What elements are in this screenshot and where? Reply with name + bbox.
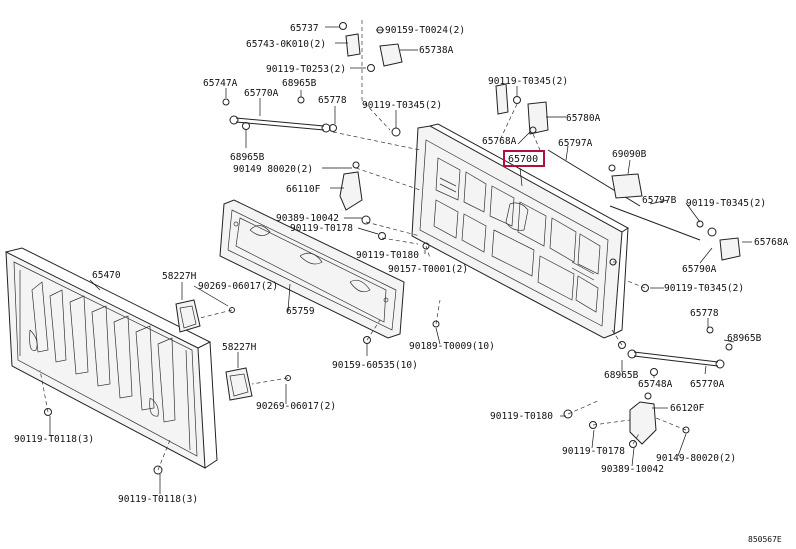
rod-65797 <box>547 149 741 261</box>
label-90119-t0118-low: 90119-T0118(3) <box>118 494 198 505</box>
label-58227h-top: 58227H <box>162 271 197 282</box>
label-90119-t0118-left: 90119-T0118(3) <box>14 434 94 445</box>
pads-58227h <box>175 299 291 401</box>
label-90119-t0178-top: 90119-T0178 <box>290 223 353 234</box>
label-68965b-top: 68965B <box>282 78 317 89</box>
diagram-code: 850567E <box>748 535 782 544</box>
label-65790a: 65790A <box>682 264 717 275</box>
label-90149-80020-left: 90149 80020(2) <box>233 164 313 175</box>
bolts-misc <box>44 242 649 475</box>
label-90159-t0024: 90159-T0024(2) <box>385 25 465 36</box>
inner-cover-panel <box>219 199 405 339</box>
label-90119-t0345-right: 90119-T0345(2) <box>686 198 766 209</box>
lock-assembly-top <box>495 83 549 135</box>
label-65778-low: 65778 <box>690 308 719 319</box>
outer-tailgate-panel <box>5 247 218 469</box>
label-65768a-top: 65768A <box>482 136 517 147</box>
label-90157-t0001: 90157-T0001(2) <box>388 264 468 275</box>
label-65743-0k010: 65743-0K010(2) <box>246 39 326 50</box>
label-68965b-right: 68965B <box>727 333 762 344</box>
cable-65770a-top <box>222 96 331 133</box>
label-65780a: 65780A <box>566 113 601 124</box>
label-65778-top: 65778 <box>318 95 347 106</box>
label-65470: 65470 <box>92 270 121 281</box>
label-68965b-low: 68965B <box>604 370 639 381</box>
hinge-hardware-top <box>329 22 403 137</box>
label-90119-t0180-low: 90119-T0180 <box>490 411 553 422</box>
label-65797b: 65797B <box>642 195 677 206</box>
label-90149-80020-low: 90149-80020(2) <box>656 453 736 464</box>
label-65770a-low: 65770A <box>690 379 725 390</box>
label-65747a: 65747A <box>203 78 238 89</box>
label-65700: 65700 <box>508 154 538 165</box>
label-65738a: 65738A <box>419 45 454 56</box>
label-90119-t0180-top: 90119-T0180 <box>356 250 419 261</box>
label-65768a-right: 65768A <box>754 237 789 248</box>
label-66110f: 66110F <box>286 184 321 195</box>
label-65737: 65737 <box>290 23 319 34</box>
label-90119-t0253: 90119-T0253(2) <box>266 64 346 75</box>
leader-lines <box>49 26 752 494</box>
label-90119-t0178-low: 90119-T0178 <box>562 446 625 457</box>
label-90389-10042-low: 90389-10042 <box>601 464 664 475</box>
label-90119-t0345-low: 90119-T0345(2) <box>664 283 744 294</box>
label-69090b: 69090B <box>612 149 647 160</box>
label-65748a: 65748A <box>638 379 673 390</box>
hinge-bracket-66120f <box>563 392 690 448</box>
part-labels: 65737 90159-T0024(2) 65743-0K010(2) 6573… <box>14 23 789 544</box>
inner-tailgate-frame <box>411 123 629 339</box>
label-90119-t0345-top: 90119-T0345(2) <box>488 76 568 87</box>
label-65797a: 65797A <box>558 138 593 149</box>
label-90189-t0009: 90189-T0009(10) <box>409 341 495 352</box>
label-68965b-left: 68965B <box>230 152 265 163</box>
label-90269-06017-low: 90269-06017(2) <box>256 401 336 412</box>
label-65759: 65759 <box>286 306 315 317</box>
label-66120f: 66120F <box>670 403 705 414</box>
label-65770a-top: 65770A <box>244 88 279 99</box>
label-58227h-low: 58227H <box>222 342 257 353</box>
label-90119-t0345-mid: 90119-T0345(2) <box>362 100 442 111</box>
label-90389-10042-top: 90389-10042 <box>276 213 339 224</box>
assembly-lines <box>39 20 687 471</box>
label-90269-06017-top: 90269-06017(2) <box>198 281 278 292</box>
label-90159-60535: 90159-60535(10) <box>332 360 418 371</box>
hinge-bracket-66110f <box>339 161 386 240</box>
highlight-box <box>503 150 545 167</box>
cable-65770a-low <box>618 326 733 376</box>
